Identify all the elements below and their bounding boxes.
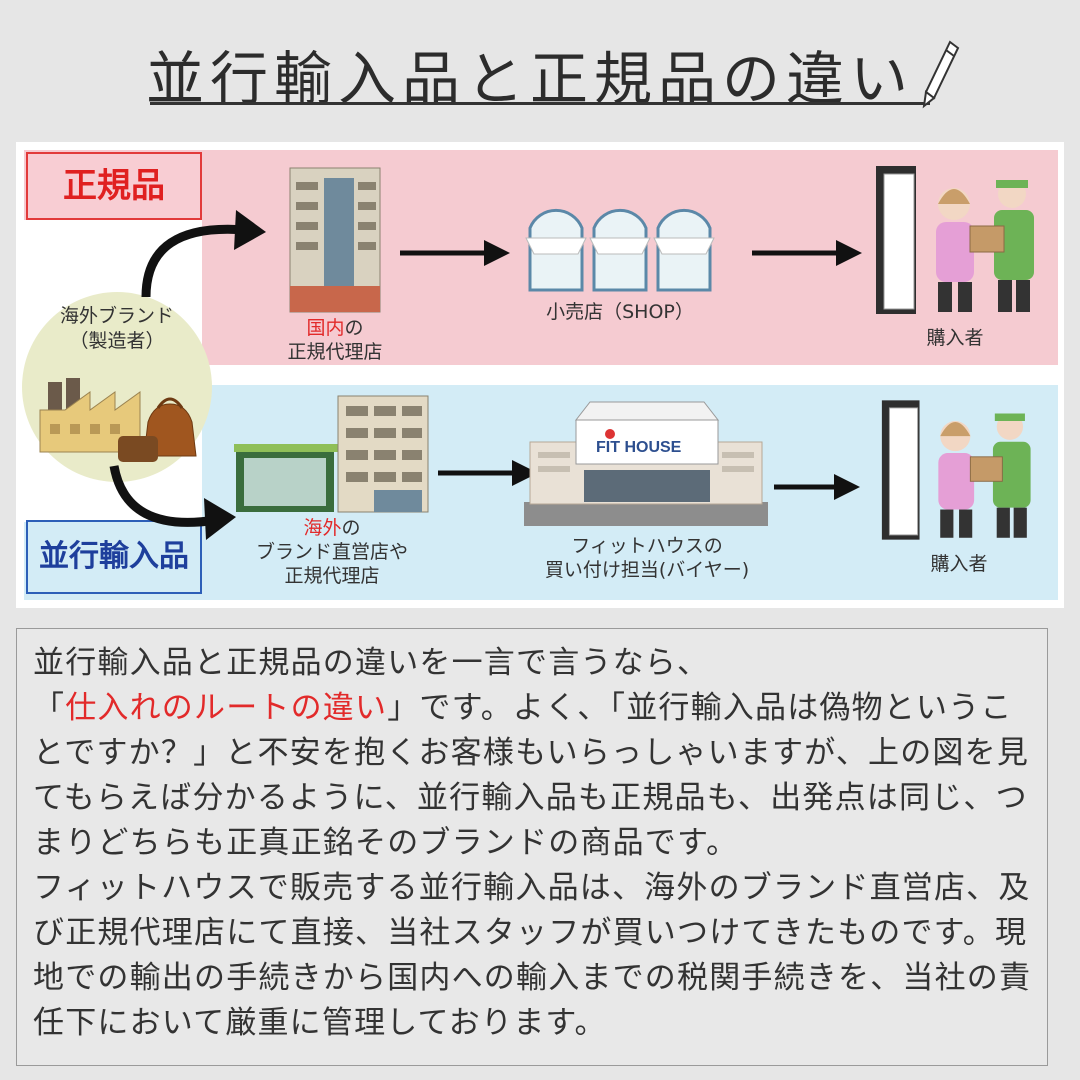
explanation-text: 並行輸入品と正規品の違いを一言で言うなら、 「仕入れのルートの違い」です。よく、…	[33, 645, 1032, 1041]
agent-label: 国内の 正規代理店	[287, 317, 383, 363]
explanation-box: 並行輸入品と正規品の違いを一言で言うなら、 「仕入れのルートの違い」です。よく、…	[16, 628, 1048, 1066]
overseas-store-icon	[234, 395, 429, 513]
buyer-scene-icon	[876, 166, 1034, 314]
arrow-2	[752, 240, 862, 266]
buyer-label-bottom: 購入者	[930, 553, 988, 575]
buyer-scene-icon-bottom	[881, 400, 1031, 540]
title-area: 並行輸入品と正規品の違い	[140, 30, 960, 113]
page-title: 並行輸入品と正規品の違い	[145, 45, 914, 113]
pencil-icon	[922, 40, 960, 109]
route-diagram: 正規品 並行輸入品 海外ブランド （製造者）	[16, 142, 1064, 608]
store-sign: FIT HOUSE	[596, 439, 682, 456]
shop-icon	[525, 208, 715, 292]
arrow-1	[400, 240, 510, 266]
arrow-3	[438, 460, 538, 486]
fithouse-store-icon: FIT HOUSE	[524, 401, 768, 526]
buyer-label-top: 購入者	[926, 327, 984, 349]
seiki-label: 正規品	[26, 152, 202, 220]
curved-arrow-top	[141, 210, 266, 298]
factory-icon	[39, 378, 197, 462]
fithouse-buyer-label: フィットハウスの 買い付け担当(バイヤー)	[544, 535, 750, 581]
agent-building-icon	[289, 167, 381, 313]
highlight-route-difference: 仕入れのルートの違い	[65, 690, 388, 726]
maker-label: 海外ブランド （製造者）	[59, 305, 174, 352]
title-underline	[150, 102, 930, 105]
heiko-label: 並行輸入品	[26, 520, 202, 594]
arrow-4	[774, 474, 860, 500]
overseas-store-label: 海外の ブランド直営店や 正規代理店	[255, 517, 408, 587]
shop-label: 小売店（SHOP）	[546, 301, 694, 323]
curved-arrow-bottom	[109, 465, 236, 540]
